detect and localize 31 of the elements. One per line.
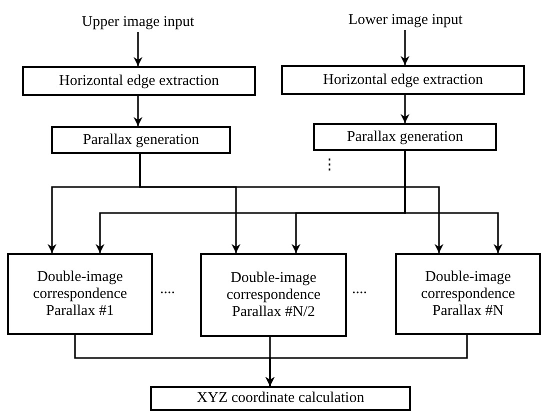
ellipsis-mark: .... [352, 281, 367, 298]
box-label: XYZ coordinate calculation [196, 390, 364, 407]
input-label: Lower image input [348, 12, 463, 28]
process-box [395, 253, 541, 335]
ellipsis-mark: .... [160, 281, 175, 298]
arrow [400, 95, 410, 123]
arrow [266, 335, 468, 386]
process-box [200, 253, 347, 337]
box-label: Parallax #N [432, 302, 504, 320]
box-label: Horizontal edge extraction [323, 72, 483, 88]
process-box [22, 66, 256, 96]
process-box [150, 386, 411, 411]
box-label: Double-image correspondence [420, 268, 516, 302]
box-label: Horizontal edge extraction [59, 72, 219, 90]
arrow [404, 151, 502, 253]
box-label: Parallax #N/2 [232, 304, 315, 320]
arrow [134, 96, 142, 126]
input-label: Upper image input [82, 14, 194, 30]
box-label: Double-image correspondence [225, 270, 322, 304]
process-box [7, 253, 153, 335]
box-label: Parallax generation [82, 132, 200, 148]
ellipsis-mark: ⋮ [322, 157, 337, 174]
process-box [281, 65, 525, 95]
box-label: Parallax generation [346, 128, 464, 146]
process-box [313, 123, 497, 151]
arrow [139, 154, 444, 253]
process-box [51, 126, 231, 154]
arrow [400, 30, 410, 65]
box-label: Double-image correspondence [32, 268, 128, 302]
arrow [134, 32, 142, 66]
box-label: Parallax #1 [46, 302, 114, 320]
